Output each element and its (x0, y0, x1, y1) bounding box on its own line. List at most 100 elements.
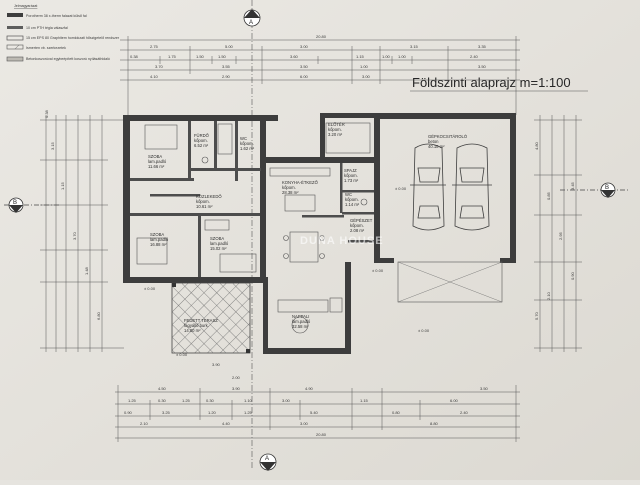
dim-overall-top: 20.80 (316, 34, 327, 39)
wardrobe (204, 219, 230, 231)
dim-overall-bottom: 20.80 (316, 432, 327, 437)
dim-label: 8.80 (430, 421, 439, 426)
svg-text:40.18 m²: 40.18 m² (428, 144, 445, 149)
svg-text:kőpom.: kőpom. (328, 127, 342, 132)
coffee-table (291, 316, 309, 334)
bed-bedroom-3 (219, 253, 257, 273)
dim-label: 1.15 (356, 54, 365, 59)
svg-text:kőpom.: kőpom. (282, 185, 296, 190)
bed-bedroom-2 (136, 237, 168, 265)
dim-label: 3.90 (212, 362, 221, 367)
dim-label: 1.50 (196, 54, 205, 59)
svg-text:WC: WC (240, 136, 247, 141)
dim-label: 0.38 (130, 54, 139, 59)
dim-label: 3.60 (290, 54, 299, 59)
dim-label: 6.80 (96, 311, 101, 320)
dim-label: 4.10 (150, 74, 159, 79)
dim-label: 6.00 (450, 398, 459, 403)
svg-text:lam.padló: lam.padló (210, 241, 229, 246)
legend-item: Ismerten vb. szerkezetek (26, 46, 66, 50)
dim-label: 6.00 (300, 74, 309, 79)
section-label-left: B (13, 200, 17, 206)
legend-item: 10 cm PTH tégla válaszfal (26, 26, 68, 30)
dim-label: 2.90 (222, 74, 231, 79)
dim-label: 3.90 (232, 386, 241, 391)
svg-text:28.38 m²: 28.38 m² (282, 190, 299, 195)
svg-text:SZOBA: SZOBA (210, 236, 224, 241)
dim-label: 0.80 (392, 410, 401, 415)
svg-text:6.52 m²: 6.52 m² (194, 143, 209, 148)
dim-label: 3.00 (300, 44, 309, 49)
dim-label: 5.70 (534, 311, 539, 320)
dim-label: 1.25 (128, 398, 137, 403)
dim-label: 0.90 (570, 271, 575, 280)
dim-label: 1.00 (398, 54, 407, 59)
car-left (410, 143, 446, 231)
svg-text:WC: WC (345, 192, 352, 197)
dim-label: 1.00 (382, 54, 391, 59)
dim-label: 2.40 (460, 410, 469, 415)
dim-label: 3.25 (162, 410, 171, 415)
covered-terrace (171, 282, 251, 354)
dim-label: 4.50 (158, 386, 167, 391)
svg-text:GÉPKOCSITÁROLÓ: GÉPKOCSITÁROLÓ (428, 134, 468, 139)
dim-label: 4.80 (534, 141, 539, 150)
svg-text:kőpom.: kőpom. (345, 197, 359, 202)
dim-label: 1.75 (168, 54, 177, 59)
svg-text:kőpom.: kőpom. (194, 138, 208, 143)
exterior-walls (123, 113, 516, 354)
svg-text:15.02 m²: 15.02 m² (210, 246, 227, 251)
dim-label: 1.25 (244, 410, 253, 415)
svg-text:ELŐTÉR: ELŐTÉR (328, 122, 345, 127)
dim-label: 1.00 (360, 64, 369, 69)
dim-label: 5.00 (225, 44, 234, 49)
svg-text:16.88 m²: 16.88 m² (150, 242, 167, 247)
left-dimension-chains (40, 115, 124, 352)
dim-label: 3.70 (155, 64, 164, 69)
dim-label: 1.48 (84, 266, 89, 275)
svg-text:NAPPALI: NAPPALI (292, 314, 309, 319)
svg-text:2.08 m²: 2.08 m² (350, 228, 365, 233)
dim-label: 3.50 (300, 64, 309, 69)
svg-text:14.00 m²: 14.00 m² (184, 328, 201, 333)
svg-text:kőpom.: kőpom. (196, 199, 210, 204)
svg-text:lam.padló: lam.padló (292, 319, 311, 324)
legend-swatch-exterior-wall (7, 13, 23, 17)
level-marker: ± 0.00 (144, 286, 156, 291)
legend-swatch-insulation (6, 35, 24, 41)
svg-text:kőpom.: kőpom. (344, 173, 358, 178)
level-marker: ± 0.00 (418, 328, 430, 333)
svg-text:SPAJZ: SPAJZ (344, 168, 357, 173)
svg-text:1.62 m²: 1.62 m² (240, 146, 255, 151)
legend-item: Betonkoszorúval egybeépített koszorú nyí… (26, 57, 110, 61)
dim-label: 1.20 (208, 410, 217, 415)
dim-label: 2.95 (558, 231, 563, 240)
dim-label: 2.10 (140, 421, 149, 426)
legend: Jelmagyarázat Porotherm 38 x-therm falaz… (6, 4, 120, 62)
dim-label: 3.50 (480, 386, 489, 391)
level-marker: ± 0.00 (372, 268, 384, 273)
section-marker-right: B (560, 182, 630, 198)
dim-label: 2.75 (150, 44, 159, 49)
sofa (277, 299, 329, 313)
level-markers: ± 0.00 ± 0.00 ± 0.00 ± 0.00 ± 0.00 (144, 186, 430, 357)
section-marker-left: B (4, 197, 60, 213)
bed-bedroom-1 (144, 124, 178, 150)
dining-table (289, 231, 319, 263)
svg-text:kőpom.: kőpom. (240, 141, 254, 146)
dim-label: 0.38 (44, 109, 49, 118)
dim-label: 5.40 (310, 410, 319, 415)
right-dimension-chains (534, 115, 582, 352)
dim-label: 1.15 (60, 181, 65, 190)
dim-label: 3.00 (362, 74, 371, 79)
